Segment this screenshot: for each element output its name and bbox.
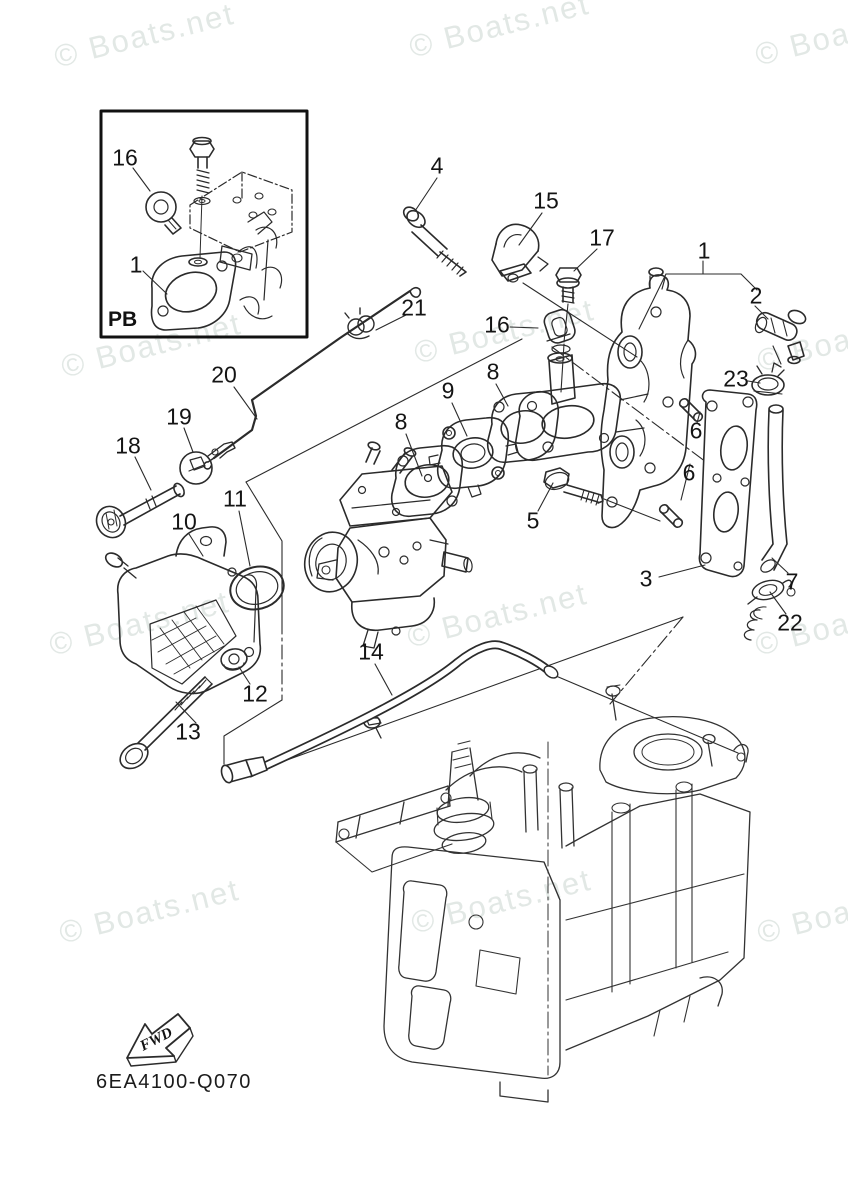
- inset-bolt: [189, 136, 215, 194]
- callout-16: 16: [484, 311, 510, 338]
- callout-21: 21: [401, 294, 427, 321]
- callout-2: 2: [749, 282, 763, 309]
- fitting-2: [754, 309, 807, 365]
- callout-1-inset: 1: [129, 251, 143, 278]
- inset-clamp: [145, 191, 182, 235]
- callout-8a: 8: [486, 358, 500, 385]
- callout-16-inset: 16: [112, 144, 138, 171]
- callout-4: 4: [430, 152, 444, 179]
- clamp-23: [751, 362, 785, 396]
- grommet-12: [220, 648, 248, 671]
- bolt-13: [119, 676, 213, 770]
- callout-5: 5: [526, 507, 540, 534]
- inset-background-part: [237, 211, 283, 320]
- callout-22: 22: [777, 609, 803, 636]
- callout-23: 23: [723, 365, 749, 392]
- insulator-9: [428, 417, 519, 498]
- callout-6b: 6: [682, 459, 696, 486]
- callout-17: 17: [589, 224, 615, 251]
- breather-tube-7: [760, 404, 788, 573]
- carburetor: [303, 441, 473, 739]
- inset-flange: [150, 251, 237, 331]
- callout-10: 10: [171, 508, 197, 535]
- callout-19: 19: [166, 403, 192, 430]
- callout-3: 3: [639, 565, 653, 592]
- inset-view-code: PB: [108, 308, 138, 331]
- callout-6a: 6: [689, 417, 703, 444]
- fwd-arrow: [126, 1013, 194, 1067]
- callout-8b: 8: [394, 408, 408, 435]
- dowel-pin-6-upper: [678, 397, 704, 423]
- diagram-part-code: 6EA4100-Q070: [96, 1071, 252, 1093]
- callout-1: 1: [697, 237, 711, 264]
- bolt-4: [402, 206, 467, 277]
- callout-13: 13: [175, 718, 201, 745]
- callout-15: 15: [533, 187, 559, 214]
- bolt-5: [543, 467, 604, 506]
- callout-12: 12: [242, 680, 268, 707]
- inset-bracket-holes: [232, 192, 277, 219]
- callout-14: 14: [358, 638, 384, 665]
- rod-18: [95, 482, 185, 539]
- gasket-3: [698, 389, 758, 578]
- o-ring-11: [229, 565, 285, 611]
- dowel-pin-6-lower: [658, 503, 684, 529]
- cam-19: [179, 441, 236, 485]
- callout-7: 7: [785, 568, 799, 595]
- intake-manifold-1: [600, 267, 697, 529]
- bolt-17: [555, 267, 582, 304]
- clamp-22: [743, 579, 796, 641]
- inset-box: [99, 109, 309, 339]
- clip-21: [344, 307, 378, 340]
- air-silencer-10: [104, 526, 262, 695]
- intake-flange: [514, 352, 649, 462]
- fuel-hose-14: [220, 640, 559, 784]
- callout-20: 20: [211, 361, 237, 388]
- callout-9: 9: [441, 377, 455, 404]
- inset-bracket: [189, 171, 293, 253]
- callout-18: 18: [115, 432, 141, 459]
- clamp-15: [491, 223, 549, 283]
- engine-block: [335, 684, 751, 1103]
- rod-20: [203, 286, 422, 470]
- callout-11: 11: [223, 485, 247, 512]
- gasket-8-upper: [486, 391, 560, 464]
